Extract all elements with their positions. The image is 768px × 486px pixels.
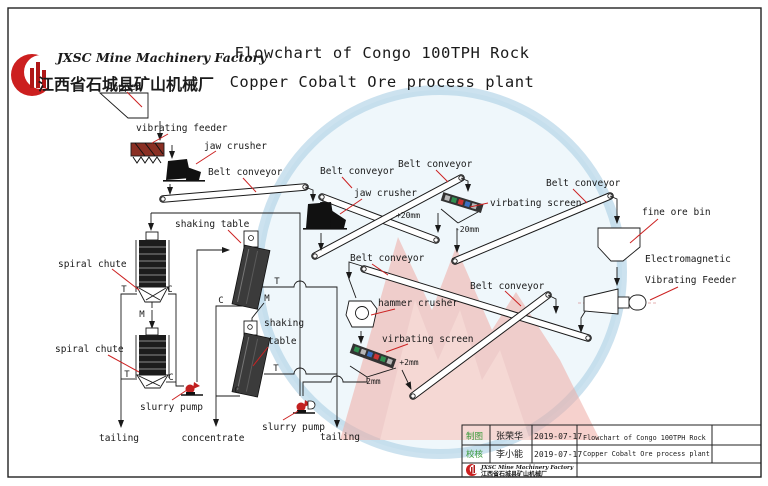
letter-c-table2: C [234,386,239,396]
label-plus-2mm: +2mm [399,358,418,367]
letter-c-chute2: C [168,373,173,383]
process-lines [118,121,620,428]
logo-name-en: JXSC Mine Machinery Factory [55,50,267,65]
letter-c-chute1: C [167,285,172,295]
hammer-crusher-machine [345,300,378,328]
label-virbating-screen-bottom: virbating screen [382,334,474,345]
hopper-shape [98,92,149,119]
label-spiral-chute-2: spiral chute [55,344,124,355]
slurry-pump-middle [293,400,316,414]
label-shaking-2b: table [268,336,297,347]
logo-name-cn: 江西省石城县矿山机械厂 [38,75,214,94]
spiral-chute-2 [135,327,170,389]
label-minus-2mm: -2mm [361,377,380,386]
label-concentrate: concentrate [182,433,245,444]
label-vibrating-feeder-2: Vibrating Feeder [645,275,737,286]
electromagnetic-feeder-machine [578,288,656,315]
letter-c-table1: C [218,296,223,306]
label-hammer-crusher: hammer crusher [378,298,458,309]
label-vibrating-feeder: vibrating feeder [136,123,228,134]
slurry-pump-left [181,382,203,396]
titleblock-checked-name: 李小能 [496,448,523,460]
titleblock-logo-en: JXSC Mine Machinery Factory [480,465,574,471]
label-belt-conveyor-3: Belt conveyor [398,159,473,170]
jaw-crusher-1-machine [163,159,205,182]
titleblock-checked-date: 2019-07-17 [534,450,582,459]
label-jaw-crusher-1: jaw crusher [204,141,267,152]
title-block: 制图 张荣华 2019-07-17 校核 李小能 2019-07-17 Flow… [461,424,762,478]
shaking-table-2 [231,320,271,398]
label-hopper: hopper [107,82,142,93]
label-slurry-pump-middle: slurry pump [262,422,325,433]
label-belt-conveyor-2: Belt conveyor [320,166,395,177]
label-belt-conveyor-4: Belt conveyor [546,178,621,189]
label-leaders [107,91,679,421]
page-title: Flowchart of Congo 100TPH Rock Copper Co… [230,44,535,91]
letter-t-table1: T [274,277,280,287]
drawing-border [7,7,762,478]
label-belt-conveyor-6: Belt conveyor [470,281,545,292]
titleblock-logo-cn: 江西省石城县矿山机械厂 [481,470,547,478]
jxsc-watermark [253,85,627,459]
title-line-1: Flowchart of Congo 100TPH Rock [235,44,530,62]
flowchart-labels: hopper vibrating feeder jaw crusher Belt… [55,82,737,444]
titleblock-drawn-label: 制图 [466,431,483,442]
belt-conveyors [159,174,614,400]
letter-t-table2: T [273,364,279,374]
letter-m-table1: M [264,294,270,304]
label-virbating-screen-top: virbating screen [490,198,582,209]
label-spiral-chute-1: spiral chute [58,259,127,270]
titleblock-drawn-name: 张荣华 [496,430,523,442]
label-tailing-left: tailing [99,433,139,444]
label-jaw-crusher-2: jaw crusher [354,188,417,199]
vibrating-feeder-machine [130,142,165,164]
titleblock-checked-label: 校核 [466,449,484,460]
equipment [98,92,656,414]
title-line-2: Copper Cobalt Ore process plant [230,73,535,91]
letter-m-chute1: M [139,310,145,320]
label-minus-20mm: -20mm [455,225,479,234]
vibrating-screen-bottom [349,343,397,369]
jxsc-crescent-icon [11,54,58,96]
label-belt-conveyor-1: Belt conveyor [208,167,283,178]
titleblock-logo: JXSC Mine Machinery Factory 江西省石城县矿山机械厂 [466,464,574,478]
label-slurry-pump-left: slurry pump [140,402,203,413]
shaking-table-1 [231,230,271,310]
titleblock-title-line1: Flowchart of Congo 100TPH Rock [583,434,706,442]
label-shaking-2a: shaking [264,318,304,329]
jaw-crusher-2-machine [303,202,347,230]
letter-t-chute1: T [121,285,127,295]
letter-t-chute2: T [124,370,130,380]
label-shaking-table-1: shaking table [175,219,250,230]
titleblock-drawn-date: 2019-07-17 [534,432,582,441]
label-fine-ore-bin: fine ore bin [642,207,711,218]
vibrating-screen-top [440,192,484,213]
label-tailing-center: tailing [320,432,360,443]
spiral-chute-1 [135,231,170,308]
fine-ore-bin-shape [597,227,641,262]
titleblock-title-line2: Copper Cobalt Ore process plant [583,450,710,458]
label-electromagnetic: Electromagnetic [645,254,731,265]
label-plus-20mm: +20mm [396,211,420,220]
label-belt-conveyor-5: Belt conveyor [350,253,425,264]
company-logo: JXSC Mine Machinery Factory 江西省石城县矿山机械厂 [11,50,267,96]
